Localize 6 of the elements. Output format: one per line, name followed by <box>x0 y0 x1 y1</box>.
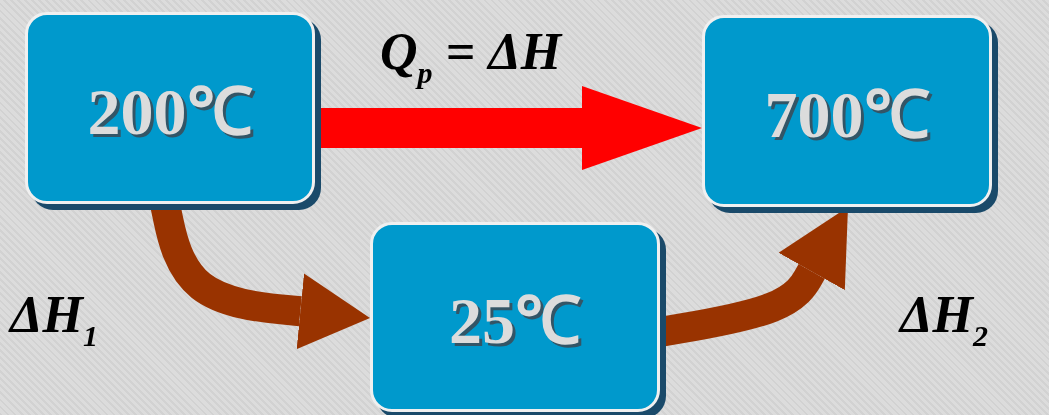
edge-label: Q$_{p}$ = ΔH <box>380 22 562 90</box>
edge-label: ΔH$_{1}$ <box>10 285 99 353</box>
temperature-label: 700℃ <box>764 77 930 153</box>
edge-label: ΔH$_{2}$ <box>900 285 989 353</box>
temperature-label: 25℃ <box>449 283 581 359</box>
temperature-label: 200℃ <box>87 74 253 150</box>
